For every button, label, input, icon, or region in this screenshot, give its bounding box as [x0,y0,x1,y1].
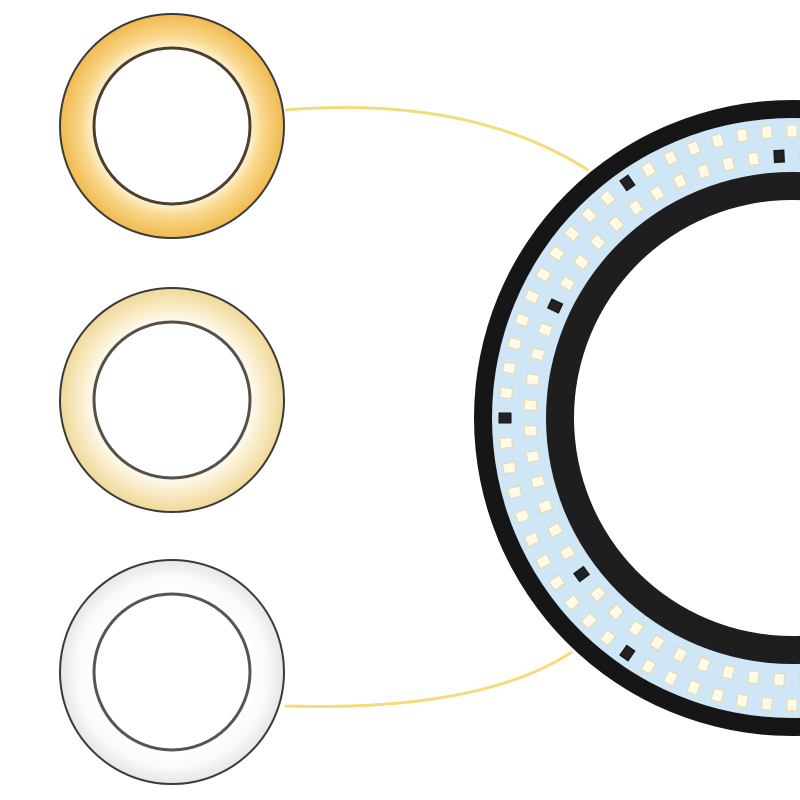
neutral-light-ring [59,287,285,513]
led-chip [747,151,760,167]
led-chip [546,522,564,538]
led-chip [760,696,774,711]
connector-line-bottom [284,650,573,709]
led-chip [672,646,688,664]
led-chip [721,156,736,172]
led-chip [786,698,798,712]
connector-line-top [284,106,589,172]
led-chip [773,149,785,164]
led-chip [502,361,517,375]
led-chip [530,347,546,362]
led-chip [662,669,679,687]
led-chip [558,544,576,561]
led-chip [710,133,725,149]
led-chip [499,386,514,400]
led-chip [599,629,616,647]
led-chip [548,574,566,591]
led-chip [607,215,625,233]
led-chip [546,298,564,314]
led-chip [735,693,749,708]
led-chip [747,669,760,685]
led-chip [599,189,616,207]
led-chip [580,206,598,224]
led-chip [573,253,591,271]
led-chip [499,436,514,450]
led-chip [649,184,666,202]
led-chip [563,594,581,611]
led-ring-light [474,100,800,736]
led-chip [721,664,736,680]
led-chip [619,644,636,662]
led-chip [773,672,785,687]
led-chip [640,658,657,675]
led-chip [580,612,598,630]
led-chip [530,474,546,489]
led-chip [523,531,541,548]
led-chip [525,450,541,463]
led-chip [525,373,541,386]
led-chip [573,565,591,583]
led-chip [619,174,636,192]
led-chip [507,485,523,500]
led-chip [710,687,725,703]
led-chip [535,266,552,283]
led-chip [627,619,645,637]
led-chip [507,336,523,351]
led-chip [686,679,702,696]
led-chip [760,125,774,140]
led-chip [537,322,554,338]
led-chip [662,149,679,167]
led-chip [686,140,702,157]
led-chip [502,461,517,475]
led-chip [649,634,666,652]
led-chip [563,225,581,242]
led-chip [535,553,552,570]
led-chip [523,425,538,437]
led-chip [672,172,688,190]
warm-light-ring [59,13,285,239]
led-chip [514,312,531,328]
led-chip [548,245,566,262]
led-chip [537,498,554,514]
led-chip [523,399,538,411]
led-chip [627,199,645,217]
led-chip [558,275,576,292]
led-chip [696,656,712,673]
led-chip [786,124,798,138]
led-chip [696,163,712,180]
led-chip [514,508,531,524]
ring-center-hole [574,200,800,636]
led-chip [589,233,607,251]
led-chip [523,288,541,305]
cool-light-ring [59,559,285,785]
led-chip [640,161,657,178]
led-chip [498,412,512,424]
led-chip [607,603,625,621]
led-chip [735,128,749,143]
led-chip [589,585,607,603]
